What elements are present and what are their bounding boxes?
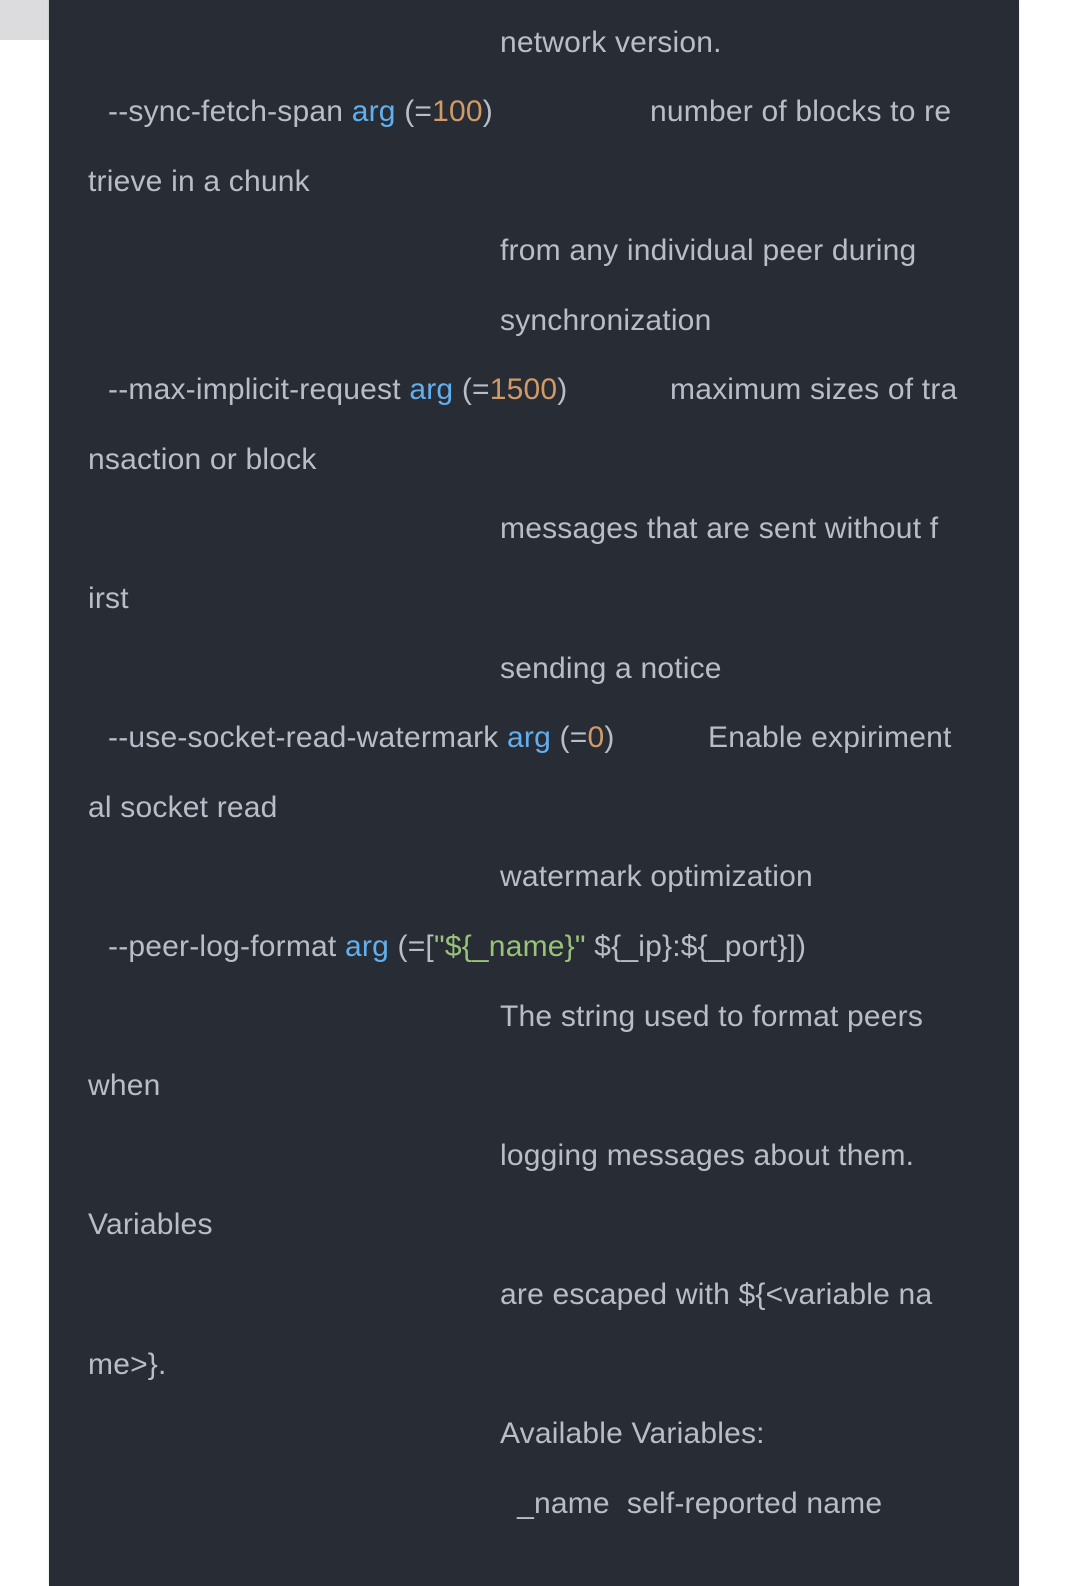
code-line-option: --max-implicit-request arg (=1500) maximu… bbox=[108, 368, 957, 412]
code-text: nsaction or block bbox=[88, 443, 317, 476]
option-name: --max-implicit-request bbox=[108, 373, 401, 406]
default-close: ) bbox=[482, 95, 493, 128]
code-line: al socket read bbox=[88, 786, 278, 830]
default-number: 100 bbox=[432, 95, 483, 128]
arg-keyword: arg bbox=[351, 95, 396, 128]
code-text: _name self-reported name bbox=[500, 1487, 883, 1520]
code-line-option: --use-socket-read-watermark arg (=0) Enab… bbox=[108, 716, 951, 760]
code-line: logging messages about them. bbox=[500, 1134, 914, 1178]
code-text: network version. bbox=[500, 26, 722, 59]
code-text: messages that are sent without f bbox=[500, 512, 939, 545]
option-name: --peer-log-format bbox=[108, 930, 337, 963]
code-text: logging messages about them. bbox=[500, 1139, 915, 1172]
code-line: from any individual peer during bbox=[500, 229, 916, 273]
code-text: me>}. bbox=[88, 1348, 167, 1381]
code-text: sending a notice bbox=[500, 652, 722, 685]
option-name: --sync-fetch-span bbox=[108, 95, 344, 128]
code-line: nsaction or block bbox=[88, 438, 317, 482]
code-line: trieve in a chunk bbox=[88, 160, 310, 204]
arg-keyword: arg bbox=[345, 930, 389, 963]
default-open: (= bbox=[453, 373, 490, 406]
code-line: messages that are sent without f bbox=[500, 507, 938, 551]
code-text: irst bbox=[88, 582, 129, 615]
default-open: (=[ bbox=[388, 930, 434, 963]
code-text: Available Variables: bbox=[500, 1417, 765, 1450]
default-string: "${_name}" bbox=[433, 930, 586, 963]
code-line: irst bbox=[88, 577, 129, 621]
code-text: are escaped with ${<variable na bbox=[500, 1278, 933, 1311]
code-text: Variables bbox=[88, 1208, 213, 1241]
default-open: (= bbox=[395, 95, 433, 128]
code-line: synchronization bbox=[500, 299, 711, 343]
default-close: ) bbox=[557, 373, 568, 406]
option-name: --use-socket-read-watermark bbox=[108, 721, 499, 754]
code-text: al socket read bbox=[88, 791, 278, 824]
code-line: me>}. bbox=[88, 1343, 167, 1387]
arg-keyword: arg bbox=[409, 373, 454, 406]
code-line: _name self-reported name bbox=[500, 1482, 882, 1526]
default-tail: ${_ip}:${_port}]) bbox=[585, 930, 807, 963]
code-line: The string used to format peers bbox=[500, 995, 923, 1039]
code-text: watermark optimization bbox=[500, 860, 813, 893]
code-line: watermark optimization bbox=[500, 855, 813, 899]
code-text: from any individual peer during bbox=[500, 234, 917, 267]
code-text: trieve in a chunk bbox=[88, 165, 310, 198]
arg-keyword: arg bbox=[507, 721, 552, 754]
code-line-option: --peer-log-format arg (=["${_name}" ${_i… bbox=[108, 925, 806, 969]
code-line-option: --sync-fetch-span arg (=100) number of bl… bbox=[108, 90, 951, 134]
option-description: Enable expiriment bbox=[708, 721, 952, 754]
code-line: sending a notice bbox=[500, 647, 722, 691]
code-text: synchronization bbox=[500, 304, 712, 337]
option-description: maximum sizes of tra bbox=[670, 373, 958, 406]
default-open: (= bbox=[551, 721, 588, 754]
option-description: number of blocks to re bbox=[650, 95, 952, 128]
code-block: network version. --sync-fetch-span arg (… bbox=[49, 0, 1019, 1586]
code-text: The string used to format peers bbox=[500, 1000, 924, 1033]
code-line: Variables bbox=[88, 1203, 213, 1247]
default-number: 1500 bbox=[489, 373, 558, 406]
code-text: when bbox=[88, 1069, 161, 1102]
code-line: Available Variables: bbox=[500, 1412, 765, 1456]
default-close: ) bbox=[604, 721, 615, 754]
default-number: 0 bbox=[587, 721, 605, 754]
code-line: network version. bbox=[500, 21, 722, 65]
code-line: when bbox=[88, 1064, 161, 1108]
code-line: are escaped with ${<variable na bbox=[500, 1273, 932, 1317]
